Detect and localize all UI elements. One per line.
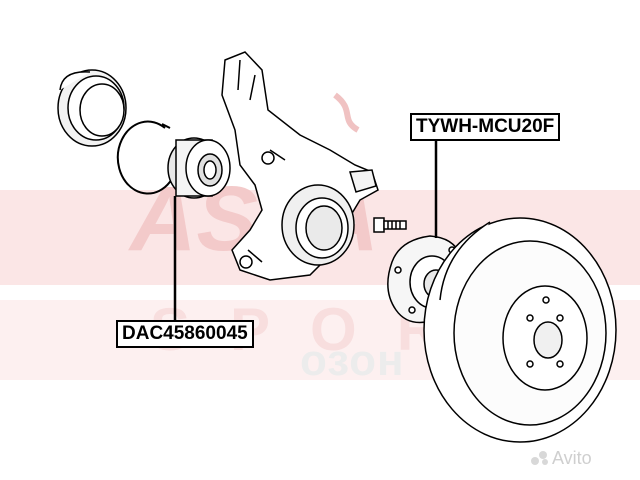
bearing-part-number-label: DAC45860045 xyxy=(116,320,254,348)
leader-lines xyxy=(173,140,438,322)
bearing-icon xyxy=(167,137,231,199)
bolt-icon xyxy=(373,217,407,233)
grease-seal-ring-icon xyxy=(57,69,127,147)
hub-part-number-label: TYWH-MCU20F xyxy=(410,113,561,141)
avito-watermark: Avito xyxy=(552,448,592,468)
ozon-watermark: озон xyxy=(300,336,405,385)
avito-logo-icon xyxy=(531,451,548,465)
knuckle-icon xyxy=(221,51,379,281)
disc-icon xyxy=(423,217,617,443)
